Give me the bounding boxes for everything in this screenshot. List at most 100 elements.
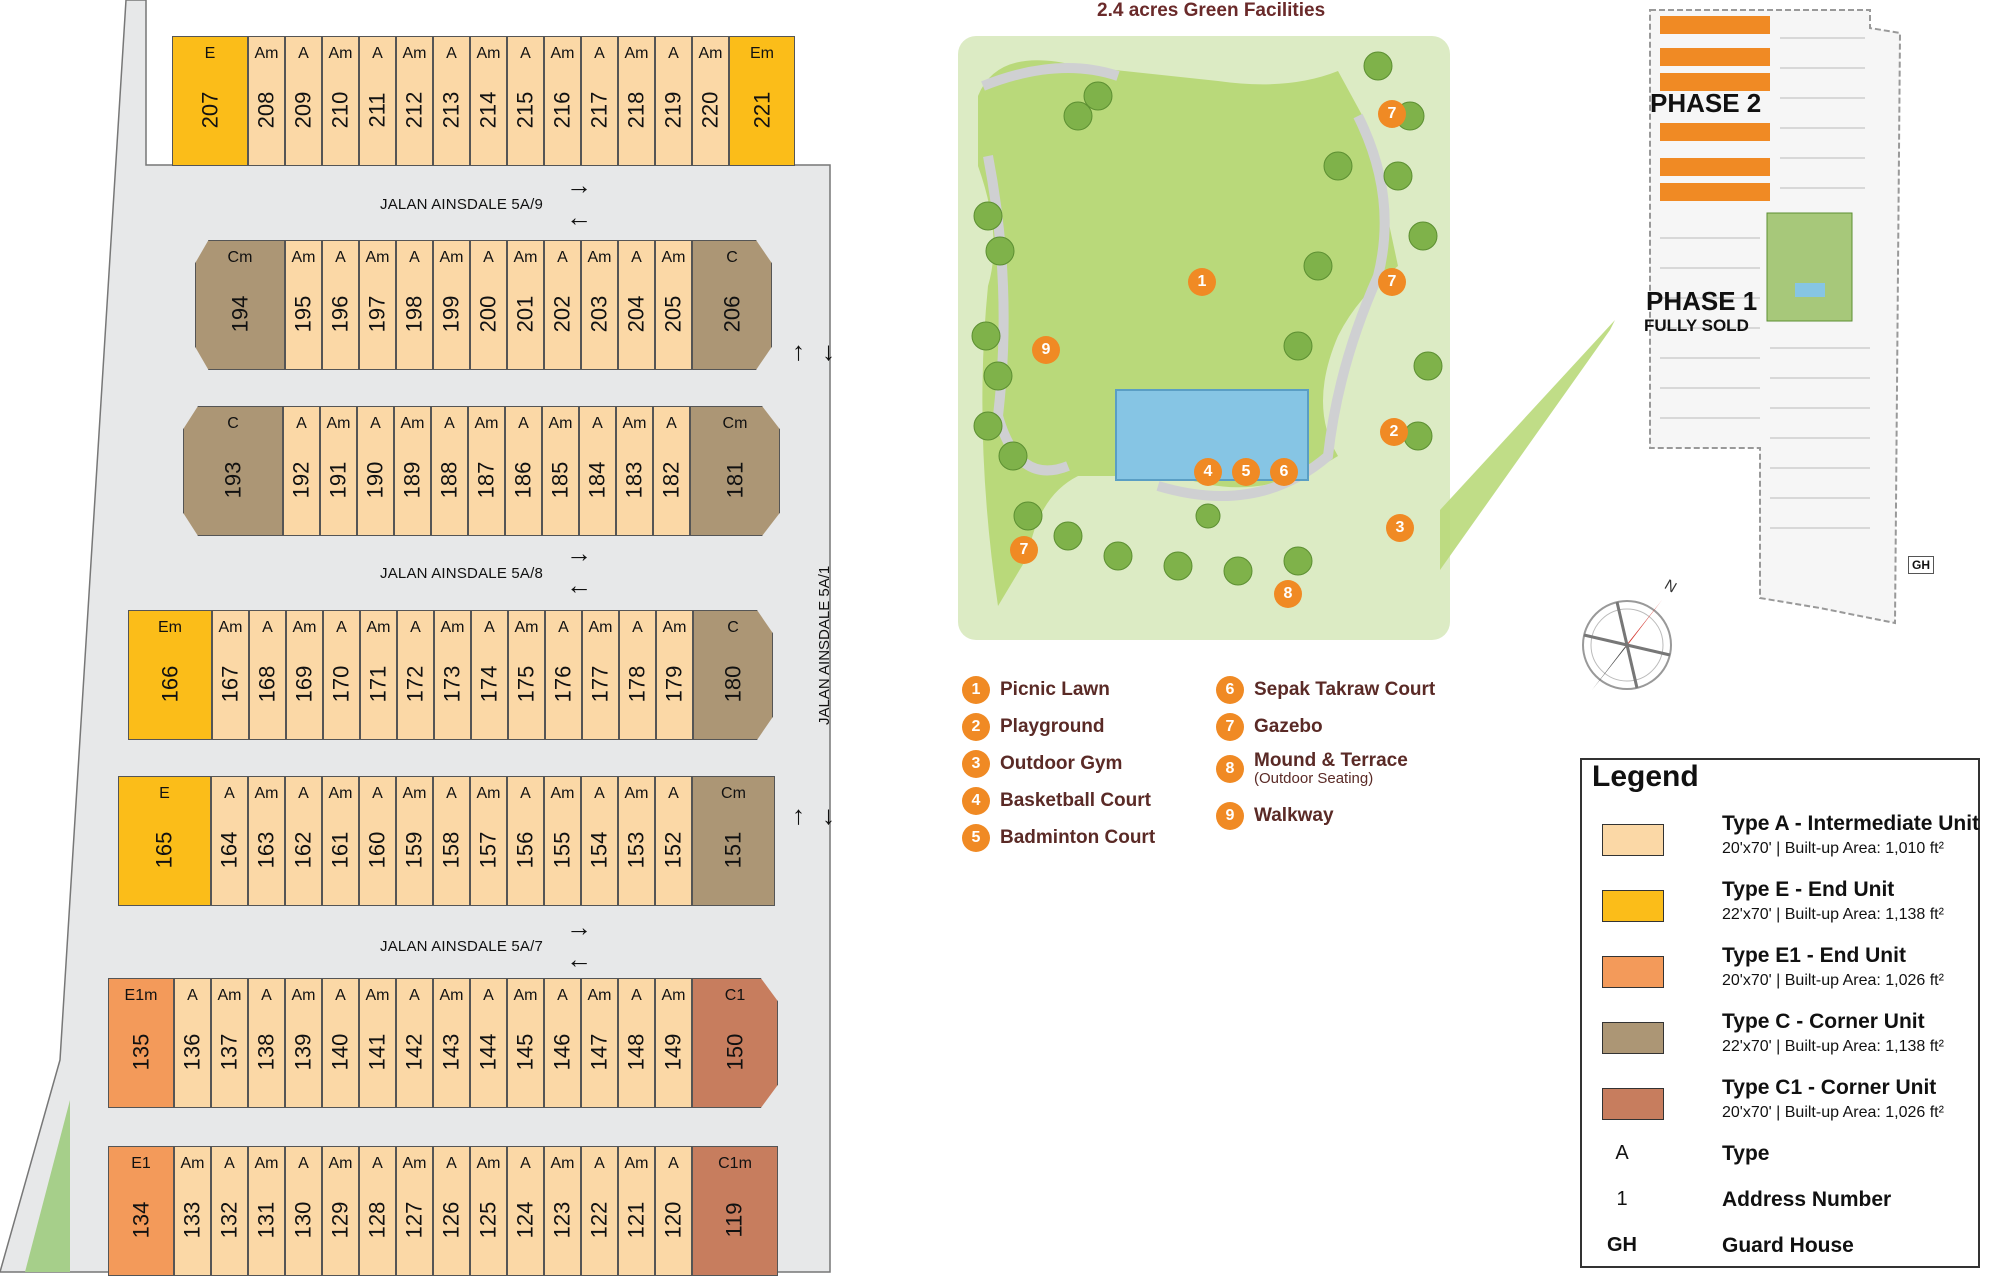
unit-lot[interactable]: Am139: [285, 978, 322, 1108]
unit-lot[interactable]: A215: [507, 36, 544, 166]
unit-lot[interactable]: E207: [172, 36, 248, 166]
unit-lot[interactable]: A198: [396, 240, 433, 370]
unit-lot[interactable]: A186: [505, 406, 542, 536]
unit-lot[interactable]: A172: [397, 610, 434, 740]
unit-lot[interactable]: Am214: [470, 36, 507, 166]
unit-lot[interactable]: A188: [431, 406, 468, 536]
unit-lot[interactable]: A219: [655, 36, 692, 166]
unit-lot[interactable]: Am201: [507, 240, 544, 370]
unit-lot[interactable]: Cm194: [195, 240, 285, 370]
unit-lot[interactable]: A174: [471, 610, 508, 740]
unit-lot[interactable]: Cm151: [692, 776, 775, 906]
unit-lot[interactable]: A202: [544, 240, 581, 370]
unit-lot[interactable]: A146: [544, 978, 581, 1108]
unit-lot[interactable]: A140: [322, 978, 359, 1108]
unit-lot[interactable]: Am179: [656, 610, 693, 740]
unit-lot[interactable]: E1134: [108, 1146, 174, 1276]
unit-lot[interactable]: A190: [357, 406, 394, 536]
unit-lot[interactable]: Am195: [285, 240, 322, 370]
unit-lot[interactable]: Am127: [396, 1146, 433, 1276]
unit-lot[interactable]: Am205: [655, 240, 692, 370]
unit-lot[interactable]: A124: [507, 1146, 544, 1276]
unit-lot[interactable]: Em221: [729, 36, 795, 166]
unit-lot[interactable]: Am189: [394, 406, 431, 536]
unit-lot[interactable]: C1150: [692, 978, 778, 1108]
unit-lot[interactable]: Cm181: [690, 406, 780, 536]
unit-lot[interactable]: Am187: [468, 406, 505, 536]
unit-lot[interactable]: Am149: [655, 978, 692, 1108]
unit-lot[interactable]: A136: [174, 978, 211, 1108]
unit-lot[interactable]: Am183: [616, 406, 653, 536]
unit-lot[interactable]: A160: [359, 776, 396, 906]
unit-lot[interactable]: A120: [655, 1146, 692, 1276]
unit-lot[interactable]: Am129: [322, 1146, 359, 1276]
unit-lot[interactable]: Am197: [359, 240, 396, 370]
unit-lot[interactable]: A154: [581, 776, 618, 906]
unit-lot[interactable]: Am167: [212, 610, 249, 740]
unit-lot[interactable]: Am175: [508, 610, 545, 740]
unit-lot[interactable]: Am169: [286, 610, 323, 740]
unit-lot[interactable]: Am137: [211, 978, 248, 1108]
unit-lot[interactable]: A156: [507, 776, 544, 906]
unit-lot[interactable]: C193: [183, 406, 283, 536]
unit-lot[interactable]: A209: [285, 36, 322, 166]
unit-lot[interactable]: A122: [581, 1146, 618, 1276]
unit-lot[interactable]: Am185: [542, 406, 579, 536]
unit-lot[interactable]: Am171: [360, 610, 397, 740]
unit-lot[interactable]: Am147: [581, 978, 618, 1108]
unit-lot[interactable]: Am212: [396, 36, 433, 166]
unit-lot[interactable]: Am220: [692, 36, 729, 166]
unit-lot[interactable]: C1m119: [692, 1146, 778, 1276]
unit-lot[interactable]: Am173: [434, 610, 471, 740]
unit-lot[interactable]: A164: [211, 776, 248, 906]
unit-lot[interactable]: Am203: [581, 240, 618, 370]
unit-lot[interactable]: C206: [692, 240, 772, 370]
unit-lot[interactable]: A144: [470, 978, 507, 1108]
unit-lot[interactable]: E1m135: [108, 978, 174, 1108]
unit-lot[interactable]: A204: [618, 240, 655, 370]
unit-lot[interactable]: A148: [618, 978, 655, 1108]
unit-lot[interactable]: Am125: [470, 1146, 507, 1276]
unit-lot[interactable]: A158: [433, 776, 470, 906]
unit-lot[interactable]: Am161: [322, 776, 359, 906]
unit-lot[interactable]: C180: [693, 610, 773, 740]
unit-lot[interactable]: A162: [285, 776, 322, 906]
unit-lot[interactable]: Am131: [248, 1146, 285, 1276]
unit-lot[interactable]: A142: [396, 978, 433, 1108]
unit-lot[interactable]: A138: [248, 978, 285, 1108]
unit-lot[interactable]: A128: [359, 1146, 396, 1276]
unit-lot[interactable]: Am121: [618, 1146, 655, 1276]
unit-lot[interactable]: A217: [581, 36, 618, 166]
unit-lot[interactable]: Am153: [618, 776, 655, 906]
unit-lot[interactable]: A170: [323, 610, 360, 740]
unit-lot[interactable]: A211: [359, 36, 396, 166]
unit-lot[interactable]: A130: [285, 1146, 322, 1276]
unit-lot[interactable]: A132: [211, 1146, 248, 1276]
unit-lot[interactable]: Am191: [320, 406, 357, 536]
unit-lot[interactable]: A168: [249, 610, 286, 740]
unit-lot[interactable]: Am216: [544, 36, 581, 166]
unit-lot[interactable]: A176: [545, 610, 582, 740]
unit-lot[interactable]: Am157: [470, 776, 507, 906]
unit-lot[interactable]: A184: [579, 406, 616, 536]
unit-lot[interactable]: A200: [470, 240, 507, 370]
unit-lot[interactable]: A152: [655, 776, 692, 906]
unit-lot[interactable]: Am123: [544, 1146, 581, 1276]
unit-lot[interactable]: Am133: [174, 1146, 211, 1276]
unit-lot[interactable]: Am155: [544, 776, 581, 906]
unit-lot[interactable]: Am177: [582, 610, 619, 740]
unit-lot[interactable]: Am143: [433, 978, 470, 1108]
unit-lot[interactable]: Am141: [359, 978, 396, 1108]
unit-lot[interactable]: A126: [433, 1146, 470, 1276]
unit-lot[interactable]: Am210: [322, 36, 359, 166]
unit-lot[interactable]: Am218: [618, 36, 655, 166]
unit-lot[interactable]: A178: [619, 610, 656, 740]
unit-lot[interactable]: A192: [283, 406, 320, 536]
unit-lot[interactable]: Em166: [128, 610, 212, 740]
unit-lot[interactable]: A213: [433, 36, 470, 166]
unit-lot[interactable]: Am145: [507, 978, 544, 1108]
unit-lot[interactable]: Am163: [248, 776, 285, 906]
unit-lot[interactable]: Am208: [248, 36, 285, 166]
unit-lot[interactable]: Am199: [433, 240, 470, 370]
unit-lot[interactable]: E165: [118, 776, 211, 906]
